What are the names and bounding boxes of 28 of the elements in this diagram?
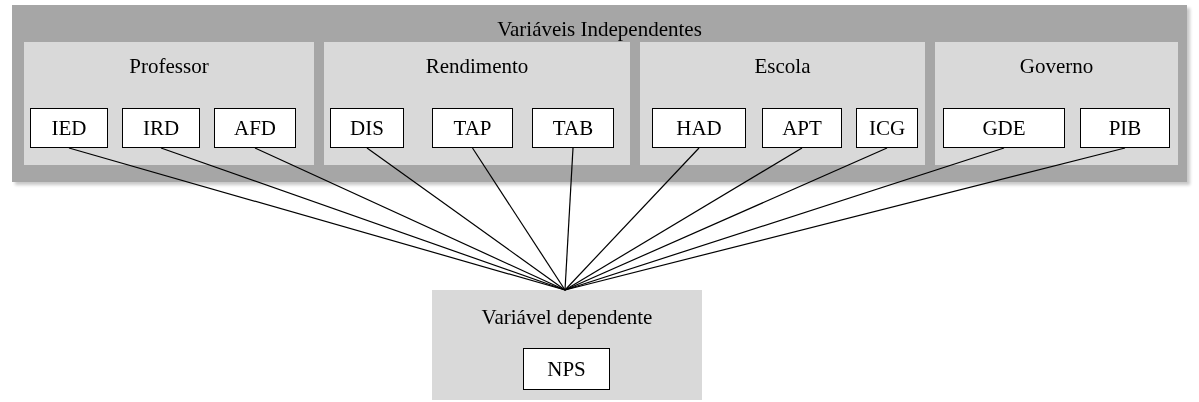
variable-box: GDE — [943, 108, 1065, 148]
variable-box: HAD — [652, 108, 746, 148]
variable-box: IRD — [122, 108, 200, 148]
variable-box: IED — [30, 108, 108, 148]
connector-line — [160, 147, 566, 291]
connector-line — [564, 147, 574, 291]
category-panel — [640, 42, 925, 165]
category-panel — [324, 42, 630, 165]
variable-box: TAB — [532, 108, 614, 148]
category-panel — [24, 42, 314, 165]
category-panel — [432, 290, 702, 400]
panel-title: Variáveis Independentes — [497, 17, 702, 42]
panel-title: Escola — [754, 54, 811, 79]
connector-line — [471, 147, 566, 291]
independent-variables-panel — [12, 5, 1187, 182]
variable-box: DIS — [330, 108, 404, 148]
variable-box: ICG — [856, 108, 918, 148]
variable-box: AFD — [214, 108, 296, 148]
variable-box: APT — [762, 108, 842, 148]
category-panel — [935, 42, 1178, 165]
variable-box: PIB — [1080, 108, 1170, 148]
variable-box: TAP — [432, 108, 513, 148]
panel-title: Professor — [129, 54, 209, 79]
connector-line — [564, 147, 700, 291]
panel-title: Governo — [1019, 54, 1094, 79]
panel-title: Variável dependente — [481, 305, 653, 330]
panel-title: Rendimento — [425, 54, 529, 79]
variable-box: NPS — [523, 348, 610, 390]
